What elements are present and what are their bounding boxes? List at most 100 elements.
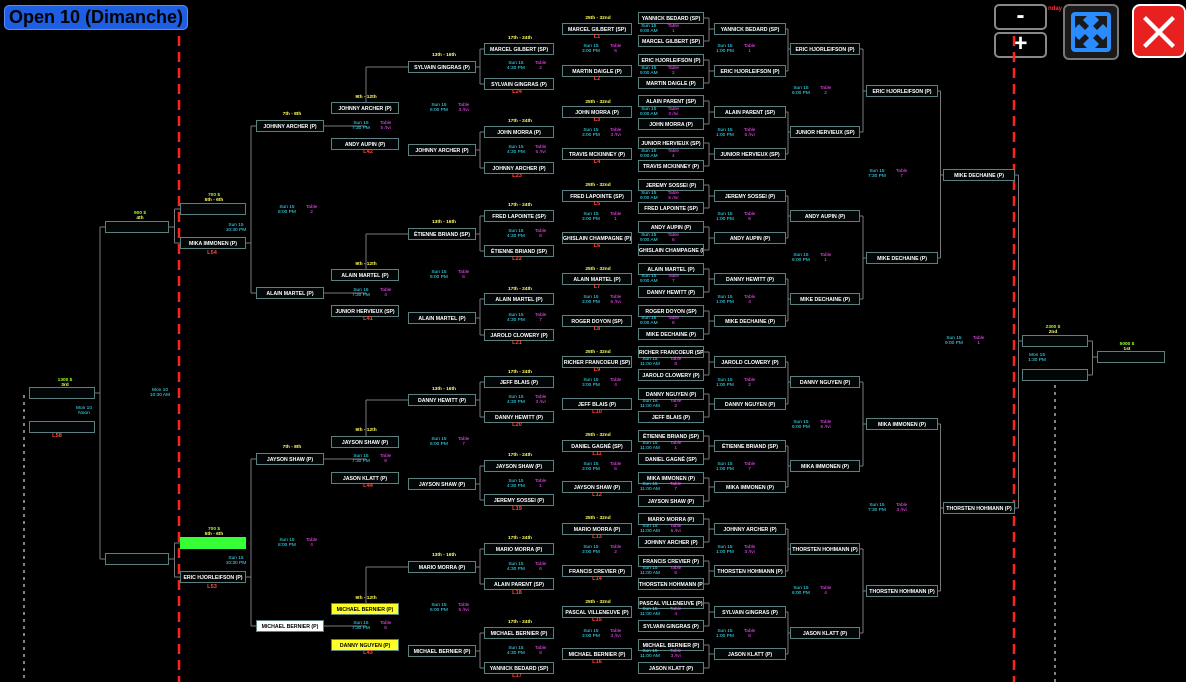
player-slot[interactable] xyxy=(1022,335,1088,347)
player-slot[interactable] xyxy=(29,387,95,399)
player-slot[interactable]: ERIC HJORLEIFSON (P) xyxy=(790,43,860,55)
player-slot[interactable]: ALAIN MARTEL (P) xyxy=(638,263,704,275)
player-slot[interactable]: MICHAEL BERNIER (P) xyxy=(638,639,704,651)
player-slot[interactable]: ÉTIENNE BRIAND (SP) xyxy=(714,440,786,452)
fullscreen-button[interactable] xyxy=(1063,4,1119,60)
player-slot[interactable]: JASON KLATT (P) xyxy=(331,472,399,484)
player-slot[interactable]: SYLVAIN GINGRAS (P) xyxy=(714,606,786,618)
player-slot[interactable]: MIKA IMMONEN (P) xyxy=(714,481,786,493)
player-slot[interactable]: ROGER DOYON (SP) xyxy=(638,305,704,317)
player-slot[interactable]: JEFF BLAIS (P) xyxy=(562,398,632,410)
player-slot[interactable]: JEREMY SOSSEI (P) xyxy=(484,494,554,506)
player-slot[interactable]: DANNY NGUYEN (P) xyxy=(638,388,704,400)
player-slot[interactable]: DANIEL GAGNÉ (SP) xyxy=(562,440,632,452)
player-slot[interactable]: JOHNNY ARCHER (P) xyxy=(484,162,554,174)
player-slot[interactable]: MICHAEL BERNIER (P) xyxy=(562,648,632,660)
player-slot[interactable] xyxy=(105,553,169,565)
player-slot[interactable] xyxy=(180,537,246,549)
player-slot[interactable]: DANNY NGUYEN (P) xyxy=(790,376,860,388)
player-slot[interactable]: MARIO MORRA (P) xyxy=(408,561,476,573)
player-slot[interactable]: GHISLAIN CHAMPAGNE (P) xyxy=(638,244,704,256)
player-slot[interactable]: ERIC HJORLEIFSON (P) xyxy=(714,65,786,77)
player-slot[interactable]: JOHNNY ARCHER (P) xyxy=(638,536,704,548)
player-slot[interactable]: MARIO MORRA (P) xyxy=(638,513,704,525)
player-slot[interactable] xyxy=(180,203,246,215)
player-slot[interactable]: DANNY HEWITT (P) xyxy=(638,286,704,298)
player-slot[interactable]: FRANCIS CREVIER (P) xyxy=(638,555,704,567)
player-slot[interactable]: GHISLAIN CHAMPAGNE (P) xyxy=(562,232,632,244)
player-slot[interactable]: JEREMY SOSSEI (P) xyxy=(714,190,786,202)
player-slot[interactable]: SYLVAIN GINGRAS (P) xyxy=(408,61,476,73)
player-slot[interactable]: MIKE DECHAINE (P) xyxy=(638,328,704,340)
player-slot[interactable]: TRAVIS MCKINNEY (P) xyxy=(638,160,704,172)
player-slot[interactable]: JASON KLATT (P) xyxy=(790,627,860,639)
tournament-title[interactable]: Open 10 (Dimanche) xyxy=(4,5,188,30)
player-slot[interactable] xyxy=(105,221,169,233)
player-slot[interactable]: JAYSON SHAW (P) xyxy=(484,460,554,472)
player-slot[interactable]: JOHNNY ARCHER (P) xyxy=(256,120,324,132)
player-slot[interactable]: JASON KLATT (P) xyxy=(638,662,704,674)
player-slot[interactable]: MICHAEL BERNIER (P) xyxy=(256,620,324,632)
player-slot[interactable]: YANNICK BEDARD (SP) xyxy=(484,662,554,674)
player-slot[interactable]: DANIEL GAGNÉ (SP) xyxy=(638,453,704,465)
player-slot[interactable]: JAROLD CLOWERY (P) xyxy=(638,369,704,381)
player-slot[interactable]: FRED LAPOINTE (SP) xyxy=(562,190,632,202)
player-slot[interactable]: DANNY HEWITT (P) xyxy=(714,273,786,285)
player-slot[interactable] xyxy=(29,421,95,433)
player-slot[interactable]: THORSTEN HOHMANN (P) xyxy=(638,578,704,590)
player-slot[interactable]: FRED LAPOINTE (SP) xyxy=(638,202,704,214)
player-slot[interactable]: JOHN MORRA (P) xyxy=(484,126,554,138)
player-slot[interactable]: MIKA IMMONEN (P) xyxy=(180,237,246,249)
zoom-out-button[interactable]: - xyxy=(994,4,1047,30)
player-slot[interactable]: ANDY AUPIN (P) xyxy=(790,210,860,222)
player-slot[interactable]: MIKE DECHAINE (P) xyxy=(866,252,938,264)
player-slot[interactable]: THORSTEN HOHMANN (P) xyxy=(943,502,1015,514)
player-slot[interactable]: MIKA IMMONEN (P) xyxy=(638,472,704,484)
player-slot[interactable]: MARTIN DAIGLE (P) xyxy=(638,77,704,89)
player-slot[interactable]: JAYSON SHAW (P) xyxy=(562,481,632,493)
player-slot[interactable]: MARCEL GILBERT (SP) xyxy=(562,23,632,35)
player-slot[interactable]: JUNIOR HERVIEUX (SP) xyxy=(790,126,860,138)
player-slot[interactable]: ALAIN PARENT (SP) xyxy=(484,578,554,590)
player-slot[interactable]: ERIC HJORLEIFSON (P) xyxy=(180,571,246,583)
player-slot[interactable]: THORSTEN HOHMANN (P) xyxy=(866,585,938,597)
player-slot[interactable]: JAROLD CLOWERY (P) xyxy=(714,356,786,368)
player-slot[interactable]: MARIO MORRA (P) xyxy=(562,523,632,535)
player-slot[interactable]: RICHER FRANCOEUR (SP) xyxy=(638,346,704,358)
player-slot[interactable]: ALAIN MARTEL (P) xyxy=(256,287,324,299)
player-slot[interactable]: SYLVAIN GINGRAS (P) xyxy=(484,78,554,90)
player-slot[interactable] xyxy=(1097,351,1165,363)
player-slot[interactable]: TRAVIS MCKINNEY (P) xyxy=(562,148,632,160)
player-slot[interactable]: ALAIN PARENT (SP) xyxy=(638,95,704,107)
player-slot[interactable]: MIKA IMMONEN (P) xyxy=(866,418,938,430)
player-slot[interactable]: DANNY HEWITT (P) xyxy=(408,394,476,406)
player-slot[interactable]: JAROLD CLOWERY (P) xyxy=(484,329,554,341)
player-slot[interactable]: MICHAEL BERNIER (P) xyxy=(408,645,476,657)
player-slot[interactable]: MIKE DECHAINE (P) xyxy=(790,293,860,305)
player-slot[interactable]: ANDY AUPIN (P) xyxy=(714,232,786,244)
player-slot[interactable]: JAYSON SHAW (P) xyxy=(408,478,476,490)
player-slot[interactable]: ÉTIENNE BRIAND (SP) xyxy=(408,228,476,240)
player-slot[interactable]: JOHNNY ARCHER (P) xyxy=(714,523,786,535)
player-slot[interactable]: ÉTIENNE BRIAND (SP) xyxy=(484,245,554,257)
player-slot[interactable]: JOHN MORRA (P) xyxy=(562,106,632,118)
player-slot[interactable]: ALAIN MARTEL (P) xyxy=(484,293,554,305)
player-slot[interactable]: DANNY NGUYEN (P) xyxy=(714,398,786,410)
player-slot[interactable]: RICHER FRANCOEUR (SP) xyxy=(562,356,632,368)
player-slot[interactable]: ALAIN MARTEL (P) xyxy=(408,312,476,324)
player-slot[interactable]: FRED LAPOINTE (SP) xyxy=(484,210,554,222)
player-slot[interactable]: MIKA IMMONEN (P) xyxy=(790,460,860,472)
player-slot[interactable]: THORSTEN HOHMANN (P) xyxy=(714,565,786,577)
player-slot[interactable]: JEFF BLAIS (P) xyxy=(484,376,554,388)
player-slot[interactable]: MIKE DECHAINE (P) xyxy=(714,315,786,327)
player-slot[interactable]: MARTIN DAIGLE (P) xyxy=(562,65,632,77)
player-slot[interactable]: JOHN MORRA (P) xyxy=(638,118,704,130)
player-slot[interactable]: SYLVAIN GINGRAS (P) xyxy=(638,620,704,632)
player-slot[interactable]: PASCAL VILLENEUVE (P) xyxy=(638,597,704,609)
player-slot[interactable]: ERIC HJORLEIFSON (P) xyxy=(638,54,704,66)
player-slot[interactable]: JOHNNY ARCHER (P) xyxy=(331,102,399,114)
player-slot[interactable]: JAYSON SHAW (P) xyxy=(638,495,704,507)
player-slot[interactable]: YANNICK BEDARD (SP) xyxy=(714,23,786,35)
player-slot[interactable]: MICHAEL BERNIER (P) xyxy=(484,627,554,639)
player-slot[interactable]: MICHAEL BERNIER (P) xyxy=(331,603,399,615)
